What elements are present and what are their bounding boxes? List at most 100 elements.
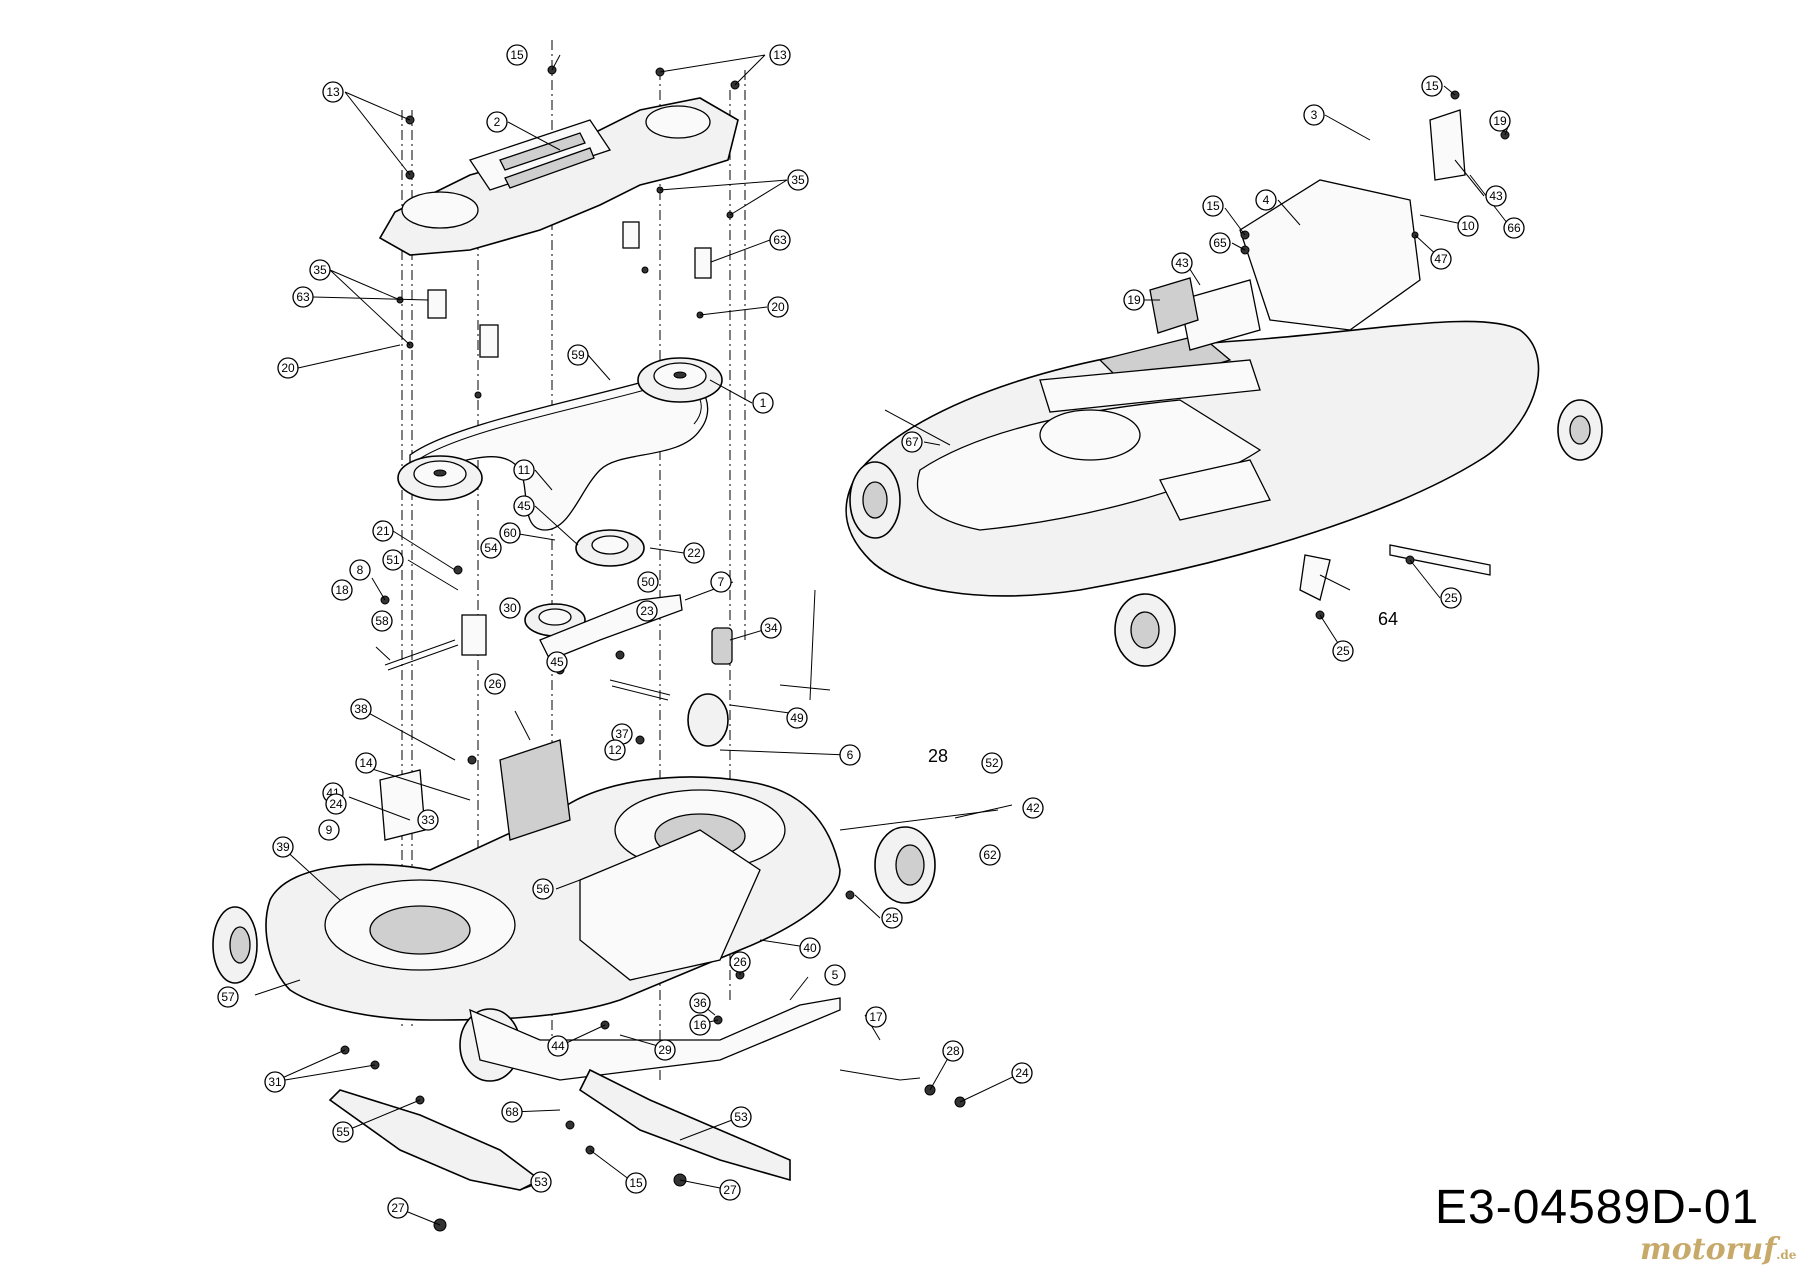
callout: 11 [513, 459, 535, 481]
callout-label: 45 [550, 655, 564, 669]
callout-label: 49 [790, 711, 804, 725]
callout: 56 [532, 878, 554, 900]
callout: 15 [506, 44, 528, 66]
callout: 53 [730, 1106, 752, 1128]
callout-label: 67 [905, 435, 919, 449]
callout-label: 27 [723, 1183, 737, 1197]
drawing-number: E3-04589D-01 [1435, 1181, 1760, 1234]
callout: 20 [767, 296, 789, 318]
callout: 2 [486, 111, 508, 133]
callout-label: 16 [693, 1018, 707, 1032]
callout: 9 [318, 819, 340, 841]
callout: 58 [371, 610, 393, 632]
callout-label: 21 [376, 524, 390, 538]
callout: 63 [769, 229, 791, 251]
callout: 43 [1171, 252, 1193, 274]
callout-label: 9 [326, 823, 333, 837]
callout: 53 [530, 1171, 552, 1193]
callout: 40 [799, 937, 821, 959]
callout: 33 [417, 809, 439, 831]
callout-label: 31 [268, 1075, 282, 1089]
callout: 28 [942, 1040, 964, 1062]
callout-label: 53 [534, 1175, 548, 1189]
callout: 36 [689, 992, 711, 1014]
callout-label: 63 [296, 290, 310, 304]
callout-label: 40 [803, 941, 817, 955]
callout-label: 33 [421, 813, 435, 827]
callout-label: 4 [1263, 193, 1270, 207]
left-leader-lines [254, 54, 1022, 1226]
callout: 29 [654, 1039, 676, 1061]
callout: 13 [322, 81, 344, 103]
callout: 65 [1209, 232, 1231, 254]
callout-label: 25 [1336, 644, 1350, 658]
callout-label: 62 [983, 848, 997, 862]
callout: 63 [292, 286, 314, 308]
callout: 6 [839, 744, 861, 766]
callout: 19 [1123, 289, 1145, 311]
callout-label: 59 [571, 348, 585, 362]
callout-label: 25 [1444, 591, 1458, 605]
callout-label: 37 [615, 727, 629, 741]
callout-label: 53 [734, 1110, 748, 1124]
callout: 30 [499, 597, 521, 619]
callout-label: 66 [1507, 221, 1521, 235]
callout-label: 57 [221, 990, 235, 1004]
callout-label: 12 [608, 743, 622, 757]
callout: 26 [729, 951, 751, 973]
callout: 27 [719, 1179, 741, 1201]
callout-label: 23 [640, 604, 654, 618]
callout-label: 47 [1434, 252, 1448, 266]
callout: 13 [769, 44, 791, 66]
callout-label: 43 [1489, 189, 1503, 203]
left-callouts: 15 13 13 2 2 35 63 35 63 20 20 59 1 11 4… [217, 44, 1044, 1219]
callout-label: 27 [391, 1201, 405, 1215]
callout-label: 29 [658, 1043, 672, 1057]
callout-label: 35 [791, 173, 805, 187]
callout: 12 [604, 739, 626, 761]
callout-label: 60 [503, 526, 517, 540]
watermark-tld: .de [1776, 1248, 1797, 1262]
callout: 45 [546, 651, 568, 673]
callout-label: 6 [847, 748, 854, 762]
callout: 59 [567, 344, 589, 366]
callout-label: 13 [773, 48, 787, 62]
callout-label-9: 28 [928, 746, 948, 766]
callout-label: 24 [329, 797, 343, 811]
callout-label: 19 [1127, 293, 1141, 307]
callout: 38 [350, 698, 372, 720]
callout: 22 [683, 542, 705, 564]
callout-label: 10 [1461, 219, 1475, 233]
callout: 39 [272, 836, 294, 858]
right-callouts: 15 19 3 43 66 15 4 10 47 65 43 19 67 25 … [901, 75, 1525, 662]
callout-label: 24 [1015, 1066, 1029, 1080]
callout: 44 [547, 1035, 569, 1057]
callout-label: 26 [488, 677, 502, 691]
callout-label: 52 [985, 756, 999, 770]
callout-label: 30 [503, 601, 517, 615]
callout-label: 20 [281, 361, 295, 375]
callout-label: 17 [869, 1010, 883, 1024]
callout: 15 [1202, 195, 1224, 217]
callout: 24 [1011, 1062, 1033, 1084]
callout-label: 63 [773, 233, 787, 247]
callout: 10 [1457, 215, 1479, 237]
callout: 51 [382, 549, 404, 571]
callout: 1 [752, 392, 774, 414]
callout: 20 [277, 357, 299, 379]
callout-label: 18 [335, 583, 349, 597]
callout: 54 [480, 537, 502, 559]
left-exploded-assembly [212, 40, 1022, 1232]
callout-label: 38 [354, 702, 368, 716]
callout: 47 [1430, 248, 1452, 270]
callout: 45 [513, 495, 535, 517]
callout: 3 [1303, 104, 1325, 126]
callout-label: 58 [375, 614, 389, 628]
watermark-logo: motoruf.de [1640, 1232, 1796, 1267]
mower-deck [265, 739, 841, 1021]
callout-label: 11 [518, 463, 531, 477]
callout-label: 25 [885, 911, 899, 925]
callout: 67 [901, 431, 923, 453]
callout-label: 8 [357, 563, 364, 577]
